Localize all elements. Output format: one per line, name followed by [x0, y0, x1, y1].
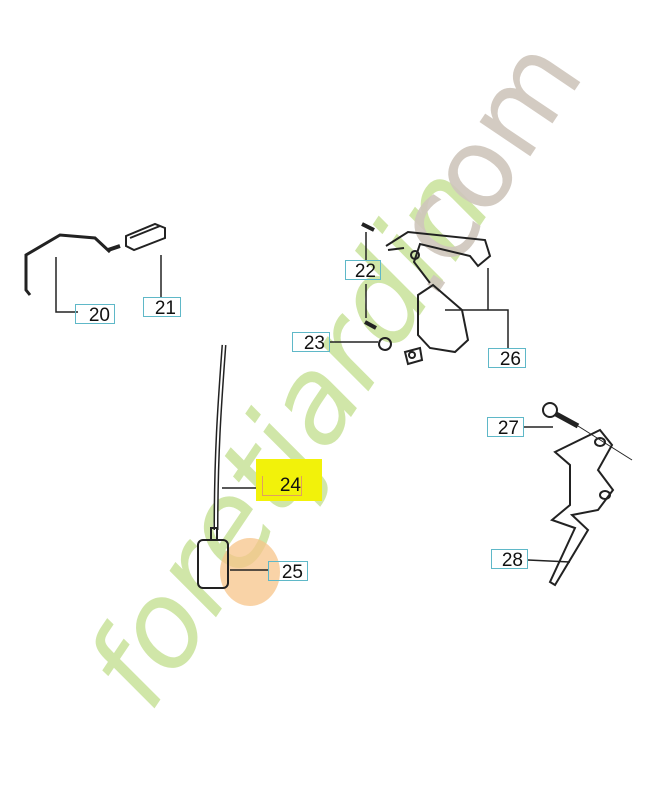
callout-24-highlight — [256, 459, 322, 501]
callout-23[interactable]: 23 — [292, 332, 330, 354]
callout-22[interactable]: 22 — [345, 260, 381, 282]
callout-25[interactable]: 25 — [268, 561, 308, 583]
part-28-trigger — [548, 428, 615, 587]
part-21-grip — [125, 222, 166, 252]
callout-28[interactable]: 28 — [491, 549, 528, 571]
callout-24[interactable]: 24 — [262, 476, 302, 496]
callout-21[interactable]: 21 — [143, 297, 181, 319]
part-26-lever — [385, 230, 492, 366]
callout-26[interactable]: 26 — [488, 348, 526, 370]
part-25-filter — [197, 527, 229, 589]
callout-20[interactable]: 20 — [75, 304, 115, 326]
part-20-wire — [24, 233, 121, 296]
callout-27[interactable]: 27 — [487, 417, 524, 439]
